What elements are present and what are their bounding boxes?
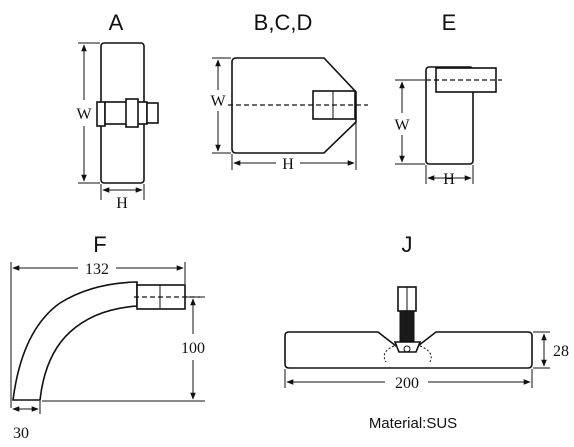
label-e: E — [442, 10, 457, 35]
e-w-label: W — [394, 117, 410, 134]
material-note: Material:SUS — [369, 415, 457, 432]
bcd-h-label: H — [282, 156, 294, 173]
f-width-label: 132 — [85, 261, 109, 278]
label-bcd: B,C,D — [254, 10, 313, 35]
figure-a: A W H — [76, 10, 159, 212]
a-w-label: W — [76, 106, 92, 123]
j-height-label: 28 — [553, 343, 569, 360]
f-height-label: 100 — [181, 340, 205, 357]
a-h-label: H — [116, 195, 128, 212]
a-bolt-tip — [146, 102, 159, 124]
label-f: F — [93, 232, 106, 257]
label-j: J — [402, 232, 413, 257]
f-curved-body — [12, 281, 138, 401]
j-pivot-pin — [403, 345, 411, 353]
figure-j: J 200 28 Material:SUS — [284, 232, 569, 432]
j-bolt-foot — [393, 341, 422, 353]
label-a: A — [109, 10, 124, 35]
figure-e: E W H — [394, 10, 502, 188]
a-end-cap — [96, 101, 106, 127]
j-pivot-indicator — [383, 345, 432, 363]
figure-f: F 132 100 30 — [10, 232, 205, 442]
figure-bcd: B,C,D W H — [210, 10, 368, 173]
j-length-label: 200 — [395, 375, 419, 392]
a-nut — [125, 98, 139, 128]
bcd-w-label: W — [210, 93, 226, 110]
j-threaded-rod — [399, 310, 415, 342]
e-h-label: H — [443, 171, 455, 188]
f-thickness-label: 30 — [13, 425, 29, 442]
